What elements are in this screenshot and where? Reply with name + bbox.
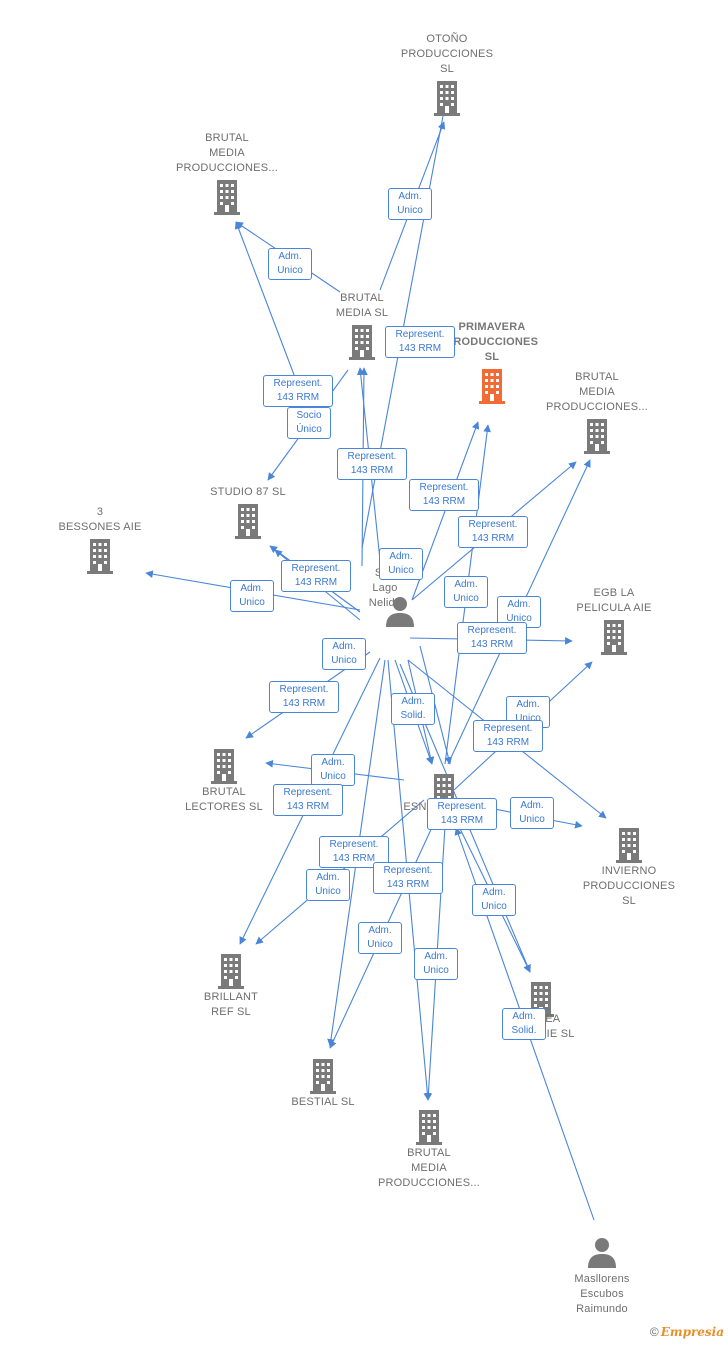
building-icon <box>427 77 467 117</box>
building-icon <box>409 1106 449 1146</box>
edge-label[interactable]: Adm. Unico <box>510 797 554 829</box>
company-node-brutal-media-sl[interactable]: BRUTAL MEDIA SL <box>316 291 408 361</box>
node-label: EGB LA PELICULA AIE <box>576 587 652 614</box>
edge-label[interactable]: Adm. Unico <box>472 884 516 916</box>
node-label: BRUTAL MEDIA PRODUCCIONES... <box>377 1147 480 1189</box>
node-label: BRUTAL MEDIA PRODUCCIONES... <box>175 132 278 174</box>
node-label: INVIERNO PRODUCCIONES SL <box>582 865 676 907</box>
edge-label[interactable]: Represent. 143 RRM <box>263 375 333 407</box>
company-node-esn[interactable]: ESN <box>392 770 496 815</box>
node-label: BRUTAL MEDIA PRODUCCIONES... <box>545 371 648 413</box>
edge-label[interactable]: Adm. Solid. <box>502 1008 546 1040</box>
company-node-otono[interactable]: OTOÑO PRODUCCIONES SL <box>392 32 502 117</box>
node-label: OTOÑO PRODUCCIONES SL <box>400 33 494 75</box>
building-icon <box>594 616 634 656</box>
edge-label[interactable]: Represent. 143 RRM <box>458 516 528 548</box>
brand-name: Empresia <box>660 1325 724 1339</box>
building-icon <box>577 415 617 455</box>
edge-label[interactable]: Represent. 143 RRM <box>281 560 351 592</box>
node-label: Masllorens Escubos Raimundo <box>574 1273 630 1315</box>
relation-edge <box>234 221 297 381</box>
company-node-brutal-media-right[interactable]: BRUTAL MEDIA PRODUCCIONES... <box>538 370 656 455</box>
edge-label[interactable]: Adm. Unico <box>414 948 458 980</box>
company-node-invierno[interactable]: INVIERNO PRODUCCIONES SL <box>574 824 684 909</box>
edge-label[interactable]: Socio Único <box>287 407 331 439</box>
edge-label[interactable]: Represent. 143 RRM <box>457 622 527 654</box>
edge-label[interactable]: Adm. Unico <box>311 754 355 786</box>
node-label: BESTIAL SL <box>291 1096 355 1108</box>
building-icon <box>609 824 649 864</box>
node-label: BRILLANT REF SL <box>203 991 259 1018</box>
relation-edge <box>419 645 453 765</box>
edge-label[interactable]: Adm. Solid. <box>391 693 435 725</box>
copyright-symbol: © <box>649 1325 659 1339</box>
company-node-studio87[interactable]: STUDIO 87 SL <box>198 485 298 540</box>
building-icon <box>211 950 251 990</box>
edge-label[interactable]: Adm. Unico <box>444 576 488 608</box>
building-icon <box>228 500 268 540</box>
edge-label[interactable]: Adm. Unico <box>268 248 312 280</box>
edge-label[interactable]: Represent. 143 RRM <box>373 862 443 894</box>
node-label: ESN <box>403 801 427 813</box>
edge-label[interactable]: Adm. Unico <box>230 580 274 612</box>
edge-label[interactable]: Represent. 143 RRM <box>473 720 543 752</box>
node-label: 3 BESSONES AIE <box>58 506 142 533</box>
building-icon <box>80 535 120 575</box>
edge-label[interactable]: Represent. 143 RRM <box>273 784 343 816</box>
edge-label[interactable]: Represent. 143 RRM <box>427 798 497 830</box>
edge-label[interactable]: Represent. 143 RRM <box>269 681 339 713</box>
edge-label[interactable]: Represent. 143 RRM <box>337 448 407 480</box>
company-node-egb[interactable]: EGB LA PELICULA AIE <box>564 586 664 656</box>
building-icon <box>303 1055 343 1095</box>
edge-label[interactable]: Represent. 143 RRM <box>409 479 479 511</box>
company-node-brutal-lectores[interactable]: BRUTAL LECTORES SL <box>172 745 276 815</box>
brand-logo: ©Empresia <box>650 1325 724 1339</box>
company-node-brutal-media-top[interactable]: BRUTAL MEDIA PRODUCCIONES... <box>168 131 286 216</box>
edge-label[interactable]: Adm. Unico <box>322 638 366 670</box>
company-node-primavera[interactable]: PRIMAVERA PRODUCCIONES SL <box>436 320 548 405</box>
building-icon <box>204 745 244 785</box>
edge-label[interactable]: Adm. Unico <box>306 869 350 901</box>
edge-label[interactable]: Adm. Unico <box>358 922 402 954</box>
company-node-3-bessones[interactable]: 3 BESSONES AIE <box>48 505 152 575</box>
relation-edge <box>411 421 480 601</box>
company-node-bestial[interactable]: BESTIAL SL <box>276 1055 370 1110</box>
person-icon <box>380 591 420 631</box>
building-icon <box>207 176 247 216</box>
edge-label[interactable]: Adm. Unico <box>379 548 423 580</box>
node-label: BRUTAL LECTORES SL <box>185 786 263 813</box>
company-node-brutal-media-bottom[interactable]: BRUTAL MEDIA PRODUCCIONES... <box>370 1106 488 1191</box>
node-label: PRIMAVERA PRODUCCIONES SL <box>445 321 539 363</box>
edge-label[interactable]: Represent. 143 RRM <box>385 326 455 358</box>
building-icon <box>472 365 512 405</box>
building-icon <box>342 321 382 361</box>
node-label: STUDIO 87 SL <box>210 486 286 498</box>
person-icon <box>582 1232 622 1272</box>
company-node-brillant[interactable]: BRILLANT REF SL <box>186 950 276 1020</box>
edge-label[interactable]: Adm. Unico <box>388 188 432 220</box>
node-label: BRUTAL MEDIA SL <box>335 292 389 319</box>
person-node-masllorens[interactable]: Masllorens Escubos Raimundo <box>556 1232 648 1317</box>
